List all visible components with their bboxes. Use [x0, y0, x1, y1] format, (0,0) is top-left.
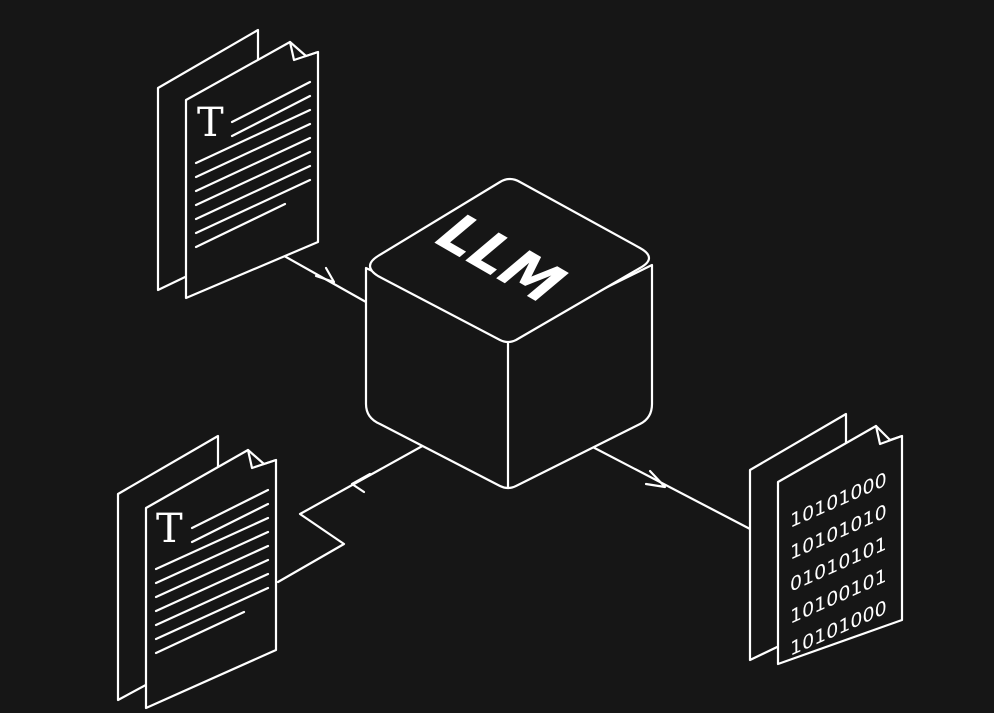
text-lines	[154, 488, 270, 655]
output-connector	[276, 442, 428, 584]
folded-corner-icon	[288, 40, 320, 62]
text-lines	[194, 80, 312, 249]
input-connector-line	[268, 246, 368, 304]
binary-connector-line	[583, 441, 754, 532]
text-glyph: T	[197, 100, 224, 146]
output-connector-line	[276, 442, 428, 584]
cube-top	[368, 177, 651, 344]
binary-connector	[583, 441, 754, 532]
text-document-icon: T	[116, 434, 278, 710]
text-document-icon: T	[156, 28, 320, 300]
input-connector	[268, 246, 368, 304]
binary-document-icon: 10101000 10101010 01010101 10100101 1010…	[748, 412, 904, 666]
folded-corner-icon	[874, 424, 904, 446]
llm-cube: LLM	[364, 177, 654, 490]
input-arrow-icon	[314, 266, 336, 284]
folded-corner-icon	[246, 448, 278, 470]
text-glyph: T	[156, 506, 183, 552]
binary-arrow-icon	[644, 469, 667, 489]
output-arrow-icon	[350, 472, 372, 494]
